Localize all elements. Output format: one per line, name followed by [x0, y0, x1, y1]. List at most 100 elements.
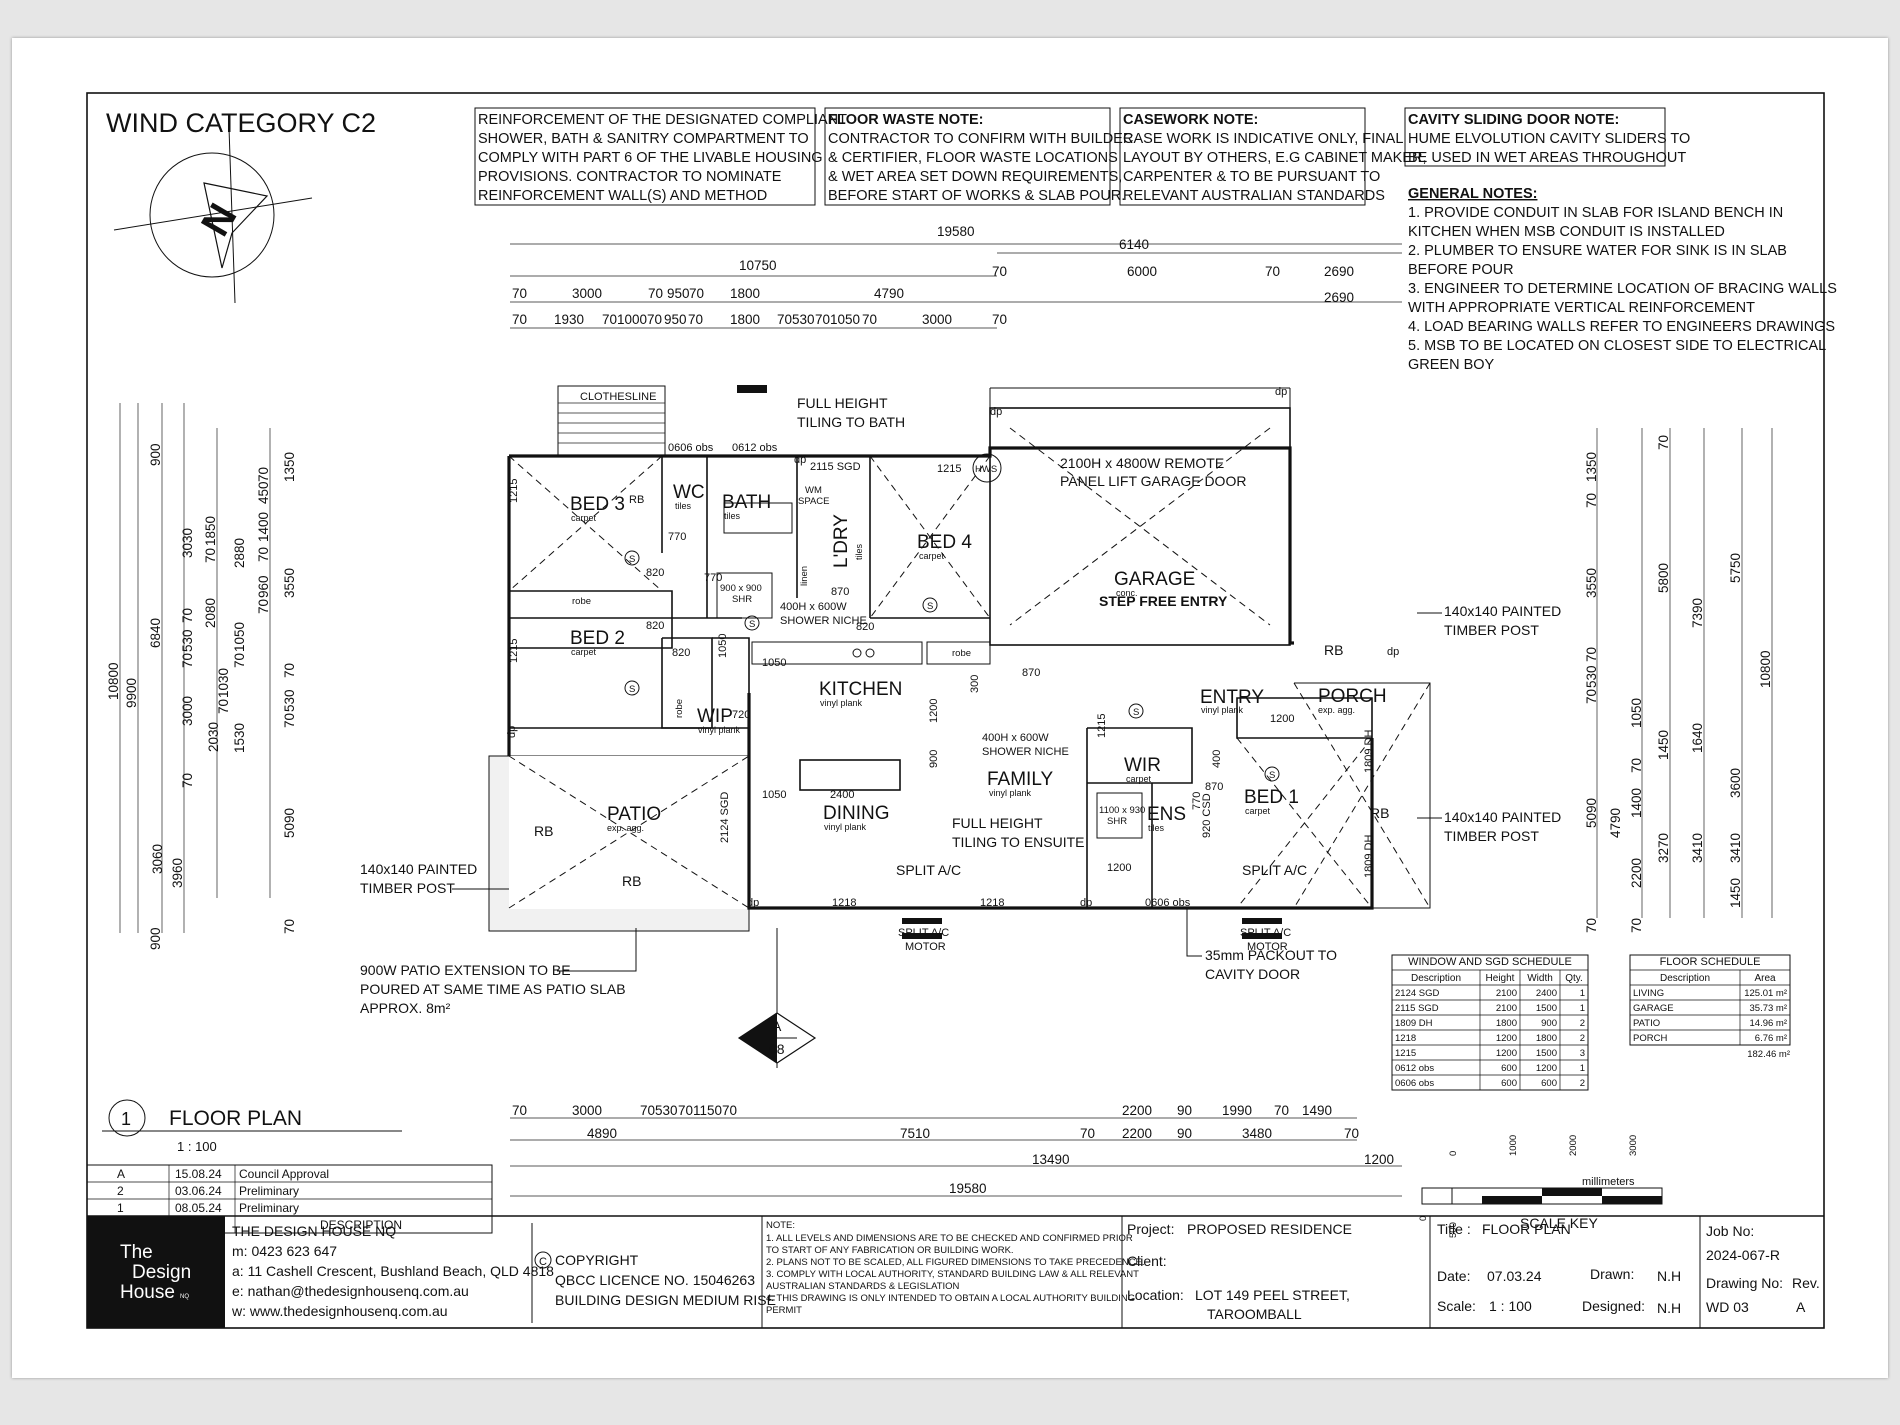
svg-text:ENTRY: ENTRY	[1200, 687, 1264, 708]
svg-text:5090: 5090	[1584, 798, 1599, 828]
svg-text:DINING: DINING	[823, 803, 890, 824]
svg-text:SHOWER NICHE: SHOWER NICHE	[982, 746, 1069, 758]
svg-text:REINFORCEMENT OF THE DESIGNATE: REINFORCEMENT OF THE DESIGNATED COMPLIAN…	[478, 112, 847, 128]
svg-text:1218: 1218	[980, 897, 1004, 909]
svg-text:70: 70	[1584, 689, 1599, 704]
svg-text:N.H: N.H	[1657, 1268, 1681, 1284]
note-reinforcement-box	[474, 107, 816, 206]
svg-text:S: S	[927, 601, 933, 612]
svg-text:530: 530	[282, 689, 297, 712]
svg-text:0606 obs: 0606 obs	[1145, 897, 1191, 909]
svg-text:S: S	[1133, 707, 1139, 718]
floor-schedule-cell: 6.76 m²	[1755, 1033, 1787, 1044]
svg-text:LOT 149 PEEL STREET,: LOT 149 PEEL STREET,	[1195, 1287, 1350, 1303]
svg-text:Client:: Client:	[1127, 1253, 1167, 1269]
svg-text:10800: 10800	[1758, 650, 1773, 688]
svg-text:RB: RB	[629, 494, 644, 506]
svg-text:RB: RB	[534, 823, 553, 839]
svg-text:2200: 2200	[1629, 858, 1644, 888]
svg-text:1490: 1490	[1302, 1103, 1332, 1118]
svg-text:3030: 3030	[180, 528, 195, 558]
svg-text:3410: 3410	[1728, 833, 1743, 863]
bath-shower	[716, 572, 773, 619]
svg-text:1: 1	[121, 1109, 131, 1129]
svg-text:70: 70	[815, 312, 830, 327]
svg-text:HWS: HWS	[975, 464, 997, 475]
svg-text:4790: 4790	[874, 286, 904, 301]
svg-text:3270: 3270	[1656, 833, 1671, 863]
window-schedule-cell: 2400	[1536, 988, 1557, 999]
svg-text:vinyl plank: vinyl plank	[824, 822, 867, 832]
svg-text:SHOWER NICHE: SHOWER NICHE	[780, 615, 867, 627]
svg-text:PANEL LIFT GARAGE DOOR: PANEL LIFT GARAGE DOOR	[1060, 473, 1246, 489]
svg-text:1200: 1200	[1107, 862, 1131, 874]
svg-text:RB: RB	[622, 873, 641, 889]
svg-text:dp: dp	[1080, 897, 1092, 909]
svg-text:Title :: Title :	[1437, 1221, 1471, 1237]
svg-text:& CERTIFIER, FLOOR WASTE LOCAT: & CERTIFIER, FLOOR WASTE LOCATIONS	[828, 150, 1118, 166]
svg-text:1030: 1030	[216, 668, 231, 698]
svg-text:exp. agg.: exp. agg.	[607, 823, 644, 833]
outer-wall-south	[747, 693, 1374, 910]
svg-text:70: 70	[256, 467, 271, 482]
svg-text:2400: 2400	[830, 789, 854, 801]
svg-text:QBCC LICENCE NO. 15046263: QBCC LICENCE NO. 15046263	[555, 1272, 755, 1288]
svg-text:SPACE: SPACE	[798, 496, 830, 507]
revision-code: A	[117, 1167, 125, 1181]
revision-date: 03.06.24	[175, 1184, 222, 1198]
floor-schedule-cell: 35.73 m²	[1750, 1003, 1788, 1014]
svg-text:1400: 1400	[256, 512, 271, 542]
svg-text:BED 2: BED 2	[570, 628, 625, 649]
svg-text:TO START OF ANY FABRICATION OR: TO START OF ANY FABRICATION OR BUILDING …	[766, 1245, 1014, 1256]
svg-text:870: 870	[1022, 667, 1040, 679]
title-block: The Design House NQ THE DESIGN HOUSE NQ …	[87, 1215, 1824, 1328]
revision-code: 1	[117, 1201, 124, 1215]
svg-text:820: 820	[646, 620, 664, 632]
svg-text:400H x 600W: 400H x 600W	[982, 732, 1049, 744]
svg-text:400H x 600W: 400H x 600W	[780, 601, 847, 613]
north-arrow: N	[113, 127, 313, 304]
svg-text:70: 70	[1584, 918, 1599, 933]
floor-schedule-cell: 125.01 m²	[1744, 988, 1787, 999]
svg-text:2080: 2080	[203, 598, 218, 628]
svg-text:BED 4: BED 4	[917, 532, 972, 553]
svg-text:770: 770	[1191, 792, 1203, 810]
svg-text:900W PATIO EXTENSION TO BE: 900W PATIO EXTENSION TO BE	[360, 962, 571, 978]
svg-text:70: 70	[512, 286, 527, 301]
svg-text:70: 70	[203, 548, 218, 563]
svg-text:70: 70	[689, 286, 704, 301]
svg-text:BED 3: BED 3	[570, 494, 625, 515]
svg-text:870: 870	[1205, 781, 1223, 793]
svg-text:carpet: carpet	[571, 513, 597, 523]
svg-text:RELEVANT AUSTRALIAN STANDARDS: RELEVANT AUSTRALIAN STANDARDS	[1123, 188, 1385, 204]
svg-text:3480: 3480	[1242, 1126, 1272, 1141]
svg-text:SHR: SHR	[1107, 816, 1127, 827]
view-title: 1 FLOOR PLAN 1 : 100	[102, 1099, 402, 1154]
svg-text:1050: 1050	[1629, 698, 1644, 728]
wind-category: WIND CATEGORY C2	[106, 108, 376, 138]
svg-text:820: 820	[646, 567, 664, 579]
svg-text:3600: 3600	[1728, 768, 1743, 798]
svg-text:TILING TO BATH: TILING TO BATH	[797, 414, 905, 430]
floor-plan-drawing: WIND CATEGORY C2 N REINFORCEMENT OF THE …	[86, 92, 1837, 1329]
svg-text:RB: RB	[1370, 805, 1389, 821]
svg-text:CASEWORK NOTE:: CASEWORK NOTE:	[1123, 112, 1258, 128]
svg-text:vinyl plank: vinyl plank	[1201, 705, 1244, 715]
logo-mark: NQ	[180, 1294, 189, 1300]
svg-text:TIMBER POST: TIMBER POST	[1444, 622, 1539, 638]
svg-text:S: S	[629, 684, 635, 695]
svg-text:1200: 1200	[1270, 713, 1294, 725]
svg-text:960: 960	[256, 575, 271, 598]
svg-text:MOTOR: MOTOR	[905, 941, 946, 953]
svg-text:6140: 6140	[1119, 237, 1149, 252]
svg-text:1050: 1050	[830, 312, 860, 327]
svg-text:vinyl plank: vinyl plank	[698, 725, 741, 735]
svg-text:70: 70	[1080, 1126, 1095, 1141]
window-schedule-col-header: Qty.	[1565, 973, 1583, 984]
svg-text:70: 70	[640, 1103, 655, 1118]
svg-text:07.03.24: 07.03.24	[1487, 1268, 1542, 1284]
floor-schedule-cell: LIVING	[1633, 988, 1664, 999]
window-schedule-cell: 1809 DH	[1395, 1018, 1433, 1029]
svg-text:3000: 3000	[922, 312, 952, 327]
